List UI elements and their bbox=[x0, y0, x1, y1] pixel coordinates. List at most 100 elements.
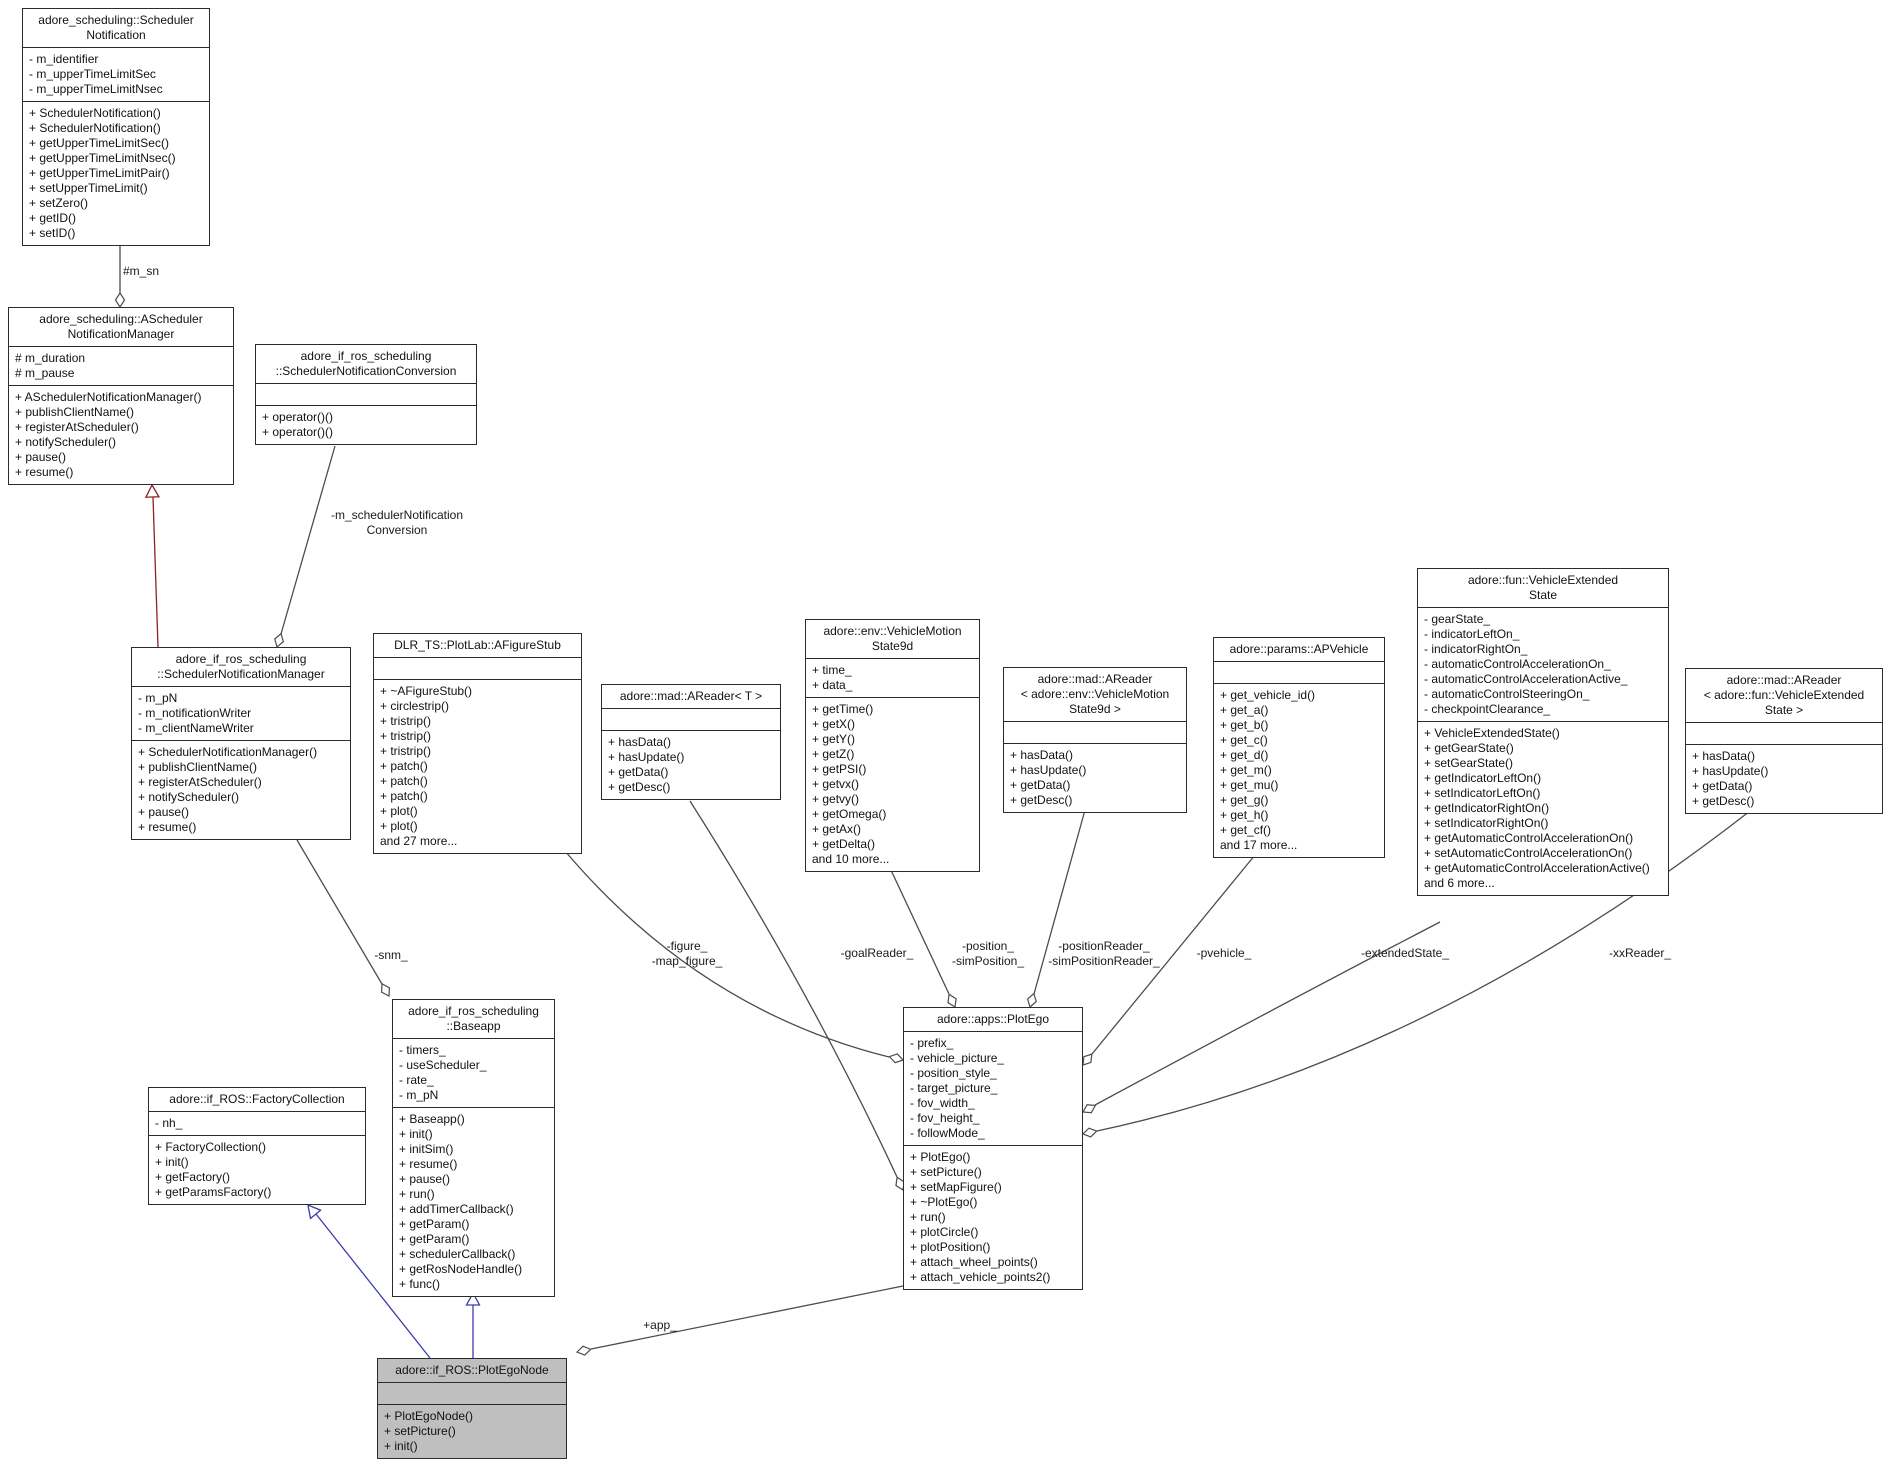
attribute: - position_style_ bbox=[910, 1066, 997, 1080]
method: + getZ() bbox=[812, 747, 855, 761]
methods-section: + ASchedulerNotificationManager()+ publi… bbox=[9, 386, 233, 484]
edge-snm bbox=[296, 839, 383, 985]
class-title-line: ::SchedulerNotificationConversion bbox=[275, 364, 457, 378]
methods-section: + SchedulerNotification()+ SchedulerNoti… bbox=[23, 102, 209, 245]
method: + getvy() bbox=[812, 792, 860, 806]
methods-section: + FactoryCollection()+ init()+ getFactor… bbox=[149, 1136, 365, 1204]
method: + publishClientName() bbox=[15, 405, 135, 419]
method: + notifyScheduler() bbox=[138, 790, 240, 804]
class-title-line: ::SchedulerNotificationManager bbox=[157, 667, 325, 681]
attribute: - indicatorRightOn_ bbox=[1424, 642, 1528, 656]
method: + getTime() bbox=[812, 702, 874, 716]
method: + setPicture() bbox=[910, 1165, 982, 1179]
class-title-line: adore::if_ROS::FactoryCollection bbox=[169, 1092, 345, 1106]
edge-position-reader bbox=[1033, 809, 1086, 995]
method: + operator()() bbox=[262, 425, 334, 439]
class-plot-ego-node[interactable]: adore::if_ROS::PlotEgoNode+ PlotEgoNode(… bbox=[377, 1358, 567, 1459]
class-apvehicle[interactable]: adore::params::APVehicle+ get_vehicle_id… bbox=[1213, 637, 1385, 858]
method: + plot() bbox=[380, 819, 418, 833]
attribute: - automaticControlSteeringOn_ bbox=[1424, 687, 1590, 701]
class-areader-vehicle-extended-state[interactable]: adore::mad::AReader< adore::fun::Vehicle… bbox=[1685, 668, 1883, 814]
class-title-line: ::Baseapp bbox=[446, 1019, 501, 1033]
method: + get_m() bbox=[1220, 763, 1272, 777]
generalization-arrow-generalization-factory bbox=[307, 1203, 322, 1220]
edge-generalization-factory bbox=[315, 1213, 431, 1359]
method: + getData() bbox=[1010, 778, 1071, 792]
attributes-section: - timers_- useScheduler_- rate_- m_pN bbox=[393, 1039, 554, 1108]
method: + get_g() bbox=[1220, 793, 1269, 807]
method: + operator()() bbox=[262, 410, 334, 424]
aggregation-diamond-app bbox=[575, 1345, 592, 1356]
aggregation-diamond-position-reader bbox=[1026, 992, 1037, 1009]
aggregation-diamond-m-sn bbox=[114, 291, 126, 309]
class-scheduler-notification-conversion[interactable]: adore_if_ros_scheduling::SchedulerNotifi… bbox=[255, 344, 477, 445]
aggregation-diamond-pvehicle bbox=[1082, 1053, 1093, 1066]
method: + setIndicatorRightOn() bbox=[1424, 816, 1549, 830]
method: + hasUpdate() bbox=[1692, 764, 1769, 778]
edge-position bbox=[889, 867, 950, 995]
class-title: DLR_TS::PlotLab::AFigureStub bbox=[374, 634, 581, 658]
class-title: adore::if_ROS::PlotEgoNode bbox=[378, 1359, 566, 1383]
attribute: # m_pause bbox=[15, 366, 75, 380]
method: + getUpperTimeLimitNsec() bbox=[29, 151, 176, 165]
attribute: - m_notificationWriter bbox=[138, 706, 252, 720]
methods-section: + PlotEgoNode()+ setPicture()+ init() bbox=[378, 1405, 566, 1458]
method: + run() bbox=[399, 1187, 435, 1201]
attributes-section bbox=[378, 1383, 566, 1405]
class-title: adore::if_ROS::FactoryCollection bbox=[149, 1088, 365, 1112]
attributes-section: # m_duration# m_pause bbox=[9, 347, 233, 386]
method: + hasData() bbox=[608, 735, 672, 749]
methods-section: + getTime()+ getX()+ getY()+ getZ()+ get… bbox=[806, 698, 979, 871]
method: + hasUpdate() bbox=[608, 750, 685, 764]
method: + getUpperTimeLimitPair() bbox=[29, 166, 170, 180]
method: + pause() bbox=[138, 805, 190, 819]
method: + attach_vehicle_points2() bbox=[910, 1270, 1051, 1284]
class-title-line: < adore::fun::VehicleExtended bbox=[1703, 688, 1865, 702]
class-factory-collection[interactable]: adore::if_ROS::FactoryCollection- nh_+ F… bbox=[148, 1087, 366, 1205]
edge-goal-reader bbox=[689, 800, 898, 1178]
method: + PlotEgoNode() bbox=[384, 1409, 474, 1423]
class-title-line: adore::params::APVehicle bbox=[1229, 642, 1369, 656]
class-afigure-stub[interactable]: DLR_TS::PlotLab::AFigureStub+ ~AFigureSt… bbox=[373, 633, 582, 854]
class-title-line: adore_scheduling::AScheduler bbox=[39, 312, 203, 326]
class-scheduler-notification-manager[interactable]: adore_if_ros_scheduling::SchedulerNotifi… bbox=[131, 647, 351, 840]
method: + getParamsFactory() bbox=[155, 1185, 272, 1199]
attribute: - fov_height_ bbox=[910, 1111, 980, 1125]
method: + resume() bbox=[399, 1157, 458, 1171]
attribute: - vehicle_picture_ bbox=[910, 1051, 1005, 1065]
aggregation-diamond-figure bbox=[888, 1053, 905, 1064]
aggregation-diamond-m-scheduler-notification-conversion bbox=[274, 632, 285, 649]
method: and 17 more... bbox=[1220, 838, 1298, 852]
method: + get_mu() bbox=[1220, 778, 1279, 792]
method: + FactoryCollection() bbox=[155, 1140, 267, 1154]
edge-app bbox=[590, 1285, 904, 1350]
class-baseapp[interactable]: adore_if_ros_scheduling::Baseapp- timers… bbox=[392, 999, 555, 1297]
methods-section: + ~AFigureStub()+ circlestrip()+ tristri… bbox=[374, 680, 581, 853]
attribute: - automaticControlAccelerationOn_ bbox=[1424, 657, 1611, 671]
method: + func() bbox=[399, 1277, 441, 1291]
method: + getvx() bbox=[812, 777, 860, 791]
method: + patch() bbox=[380, 759, 428, 773]
class-title-line: adore::if_ROS::PlotEgoNode bbox=[395, 1363, 549, 1377]
class-title-line: adore_scheduling::Scheduler bbox=[38, 13, 194, 27]
attribute: + data_ bbox=[812, 678, 853, 692]
class-title: adore::mad::AReader< adore::env::Vehicle… bbox=[1004, 668, 1186, 722]
method: + SchedulerNotification() bbox=[29, 121, 161, 135]
class-areader-vehicle-motion-state9d[interactable]: adore::mad::AReader< adore::env::Vehicle… bbox=[1003, 667, 1187, 813]
method: + SchedulerNotificationManager() bbox=[138, 745, 318, 759]
generalization-arrow-generalization-baseapp bbox=[465, 1291, 481, 1306]
class-title-line: DLR_TS::PlotLab::AFigureStub bbox=[394, 638, 561, 652]
class-title-line: adore::mad::AReader< T > bbox=[619, 689, 763, 703]
methods-section: + hasData()+ hasUpdate()+ getData()+ get… bbox=[1686, 745, 1882, 813]
class-areader-t[interactable]: adore::mad::AReader< T >+ hasData()+ has… bbox=[601, 684, 781, 800]
attribute: - followMode_ bbox=[910, 1126, 985, 1140]
class-plot-ego[interactable]: adore::apps::PlotEgo- prefix_- vehicle_p… bbox=[903, 1007, 1083, 1290]
method: + init() bbox=[384, 1439, 418, 1453]
